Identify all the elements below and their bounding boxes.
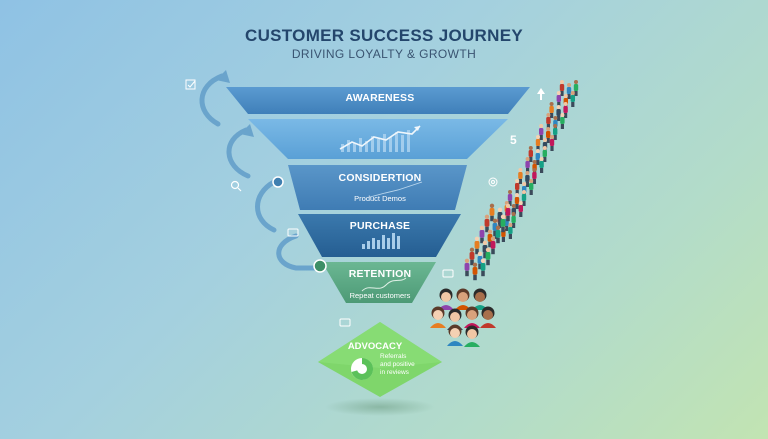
person-figure xyxy=(566,83,572,99)
person-figure xyxy=(518,201,523,217)
person-figure xyxy=(532,168,537,184)
side-number: 5 xyxy=(510,133,517,147)
advocacy-label: ADVOCACY xyxy=(347,341,403,352)
person-figure xyxy=(559,80,565,96)
person-figure xyxy=(539,157,544,173)
person-figure xyxy=(507,190,513,206)
person-figure xyxy=(556,105,561,121)
chat-bubble-icon xyxy=(287,228,454,327)
awareness-label: AWARENESS xyxy=(345,92,415,104)
person-figure xyxy=(549,102,554,118)
purchase-band xyxy=(298,214,461,257)
person-figure xyxy=(546,113,551,129)
person-figure xyxy=(469,247,475,266)
connector-node-2 xyxy=(313,259,327,273)
person-avatar xyxy=(464,306,480,328)
advocacy-note-line: Referrals xyxy=(380,353,407,360)
arrowhead-2 xyxy=(240,124,254,137)
gear-icon xyxy=(488,177,498,187)
person-avatar xyxy=(438,288,454,310)
person-figure xyxy=(546,127,551,143)
advocacy-shadow xyxy=(325,398,435,416)
person-avatar xyxy=(455,288,471,310)
person-figure xyxy=(514,193,520,209)
consideration-label: CONSIDERTION xyxy=(338,172,422,184)
magnifier-icon xyxy=(230,180,242,192)
person-figure xyxy=(474,236,480,255)
consideration-trend-line xyxy=(369,181,423,198)
person-figure xyxy=(535,135,541,151)
person-figure xyxy=(508,223,513,239)
person-figure xyxy=(528,146,533,162)
arrowhead-1 xyxy=(216,70,230,83)
growth-line-chart-icon xyxy=(339,125,421,152)
person-figure xyxy=(464,258,470,277)
person-figure xyxy=(489,203,495,222)
person-figure xyxy=(535,149,540,165)
bar-chart-icon xyxy=(362,233,400,249)
advocacy-note: Referrals and positive in reviews xyxy=(380,353,430,377)
person-figure xyxy=(549,135,555,151)
connector-node-1 xyxy=(272,176,284,188)
person-avatar xyxy=(480,306,496,328)
person-figure xyxy=(485,247,491,266)
person-figure xyxy=(521,190,527,206)
retention-band xyxy=(322,262,436,303)
page-title: CUSTOMER SUCCESS JOURNEY xyxy=(245,26,523,45)
check-square-icon xyxy=(185,79,196,90)
person-figure xyxy=(490,236,496,255)
person-figure xyxy=(479,225,485,244)
advocacy-note-line: in reviews xyxy=(380,369,409,376)
page-subtitle: DRIVING LOYALTY & GROWTH xyxy=(291,47,477,61)
person-figure xyxy=(525,157,530,173)
person-avatar xyxy=(430,306,446,328)
up-arrow-icon xyxy=(537,88,545,100)
person-figure xyxy=(515,179,520,195)
person-figure xyxy=(556,91,561,107)
person-figure xyxy=(560,113,565,129)
person-figure xyxy=(529,179,534,195)
retention-label: RETENTION xyxy=(348,268,412,280)
person-figure xyxy=(511,212,516,228)
person-figure xyxy=(480,258,486,277)
pie-chart-icon xyxy=(351,357,374,380)
person-figure xyxy=(553,124,558,140)
loop-arrows xyxy=(199,73,321,271)
retention-wave-line xyxy=(361,277,407,292)
crowd-of-people-icon xyxy=(430,80,579,347)
person-figure xyxy=(542,146,547,162)
retention-sub: Repeat customers xyxy=(349,291,411,300)
person-figure xyxy=(500,214,506,233)
person-avatar xyxy=(472,288,488,310)
consideration-sub: Product Demos xyxy=(354,194,406,203)
person-figure xyxy=(525,171,530,187)
person-figure xyxy=(570,91,575,107)
person-figure xyxy=(518,168,523,184)
awareness-band xyxy=(226,87,530,114)
person-figure xyxy=(563,102,568,118)
person-figure xyxy=(495,225,501,244)
advocacy-note-line: and positive xyxy=(380,361,415,368)
person-figure xyxy=(539,124,544,140)
purchase-label: PURCHASE xyxy=(349,220,411,232)
person-figure xyxy=(484,214,490,233)
person-figure xyxy=(505,203,511,222)
person-avatar xyxy=(447,324,463,346)
person-figure xyxy=(573,80,579,96)
person-avatar xyxy=(464,325,480,347)
person-figure xyxy=(492,218,498,237)
person-figure xyxy=(472,262,478,281)
consideration-band xyxy=(288,165,467,210)
